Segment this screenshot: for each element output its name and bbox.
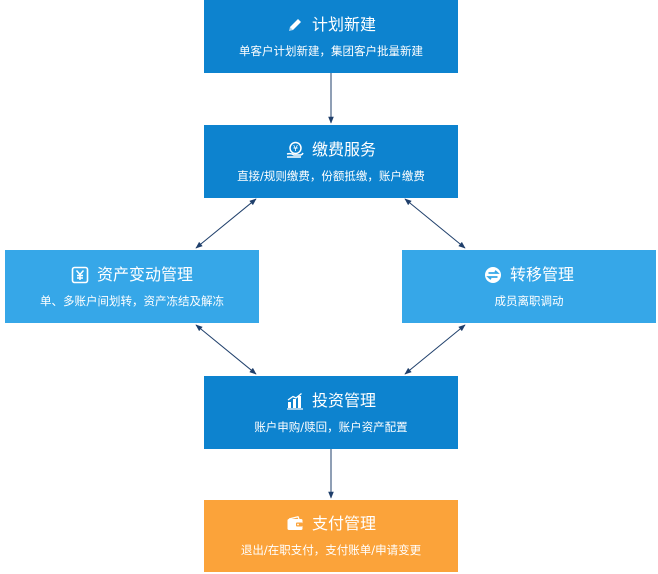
- payment-service-node[interactable]: ¥ 缴费服务 直接/规则缴费，份额抵缴，账户缴费: [204, 125, 458, 198]
- transfer-management-node[interactable]: 转移管理 成员离职调动: [402, 250, 656, 323]
- asset-change-node[interactable]: 资产变动管理 单、多账户间划转，资产冻结及解冻: [5, 250, 259, 323]
- plan-create-title: 计划新建: [311, 14, 376, 34]
- transfer-management-header: 转移管理: [484, 265, 574, 285]
- arrow-transfer-invest: [404, 324, 466, 375]
- plan-create-node[interactable]: 计划新建 单客户计划新建，集团客户批量新建: [204, 0, 458, 73]
- asset-change-subtitle: 单、多账户间划转，资产冻结及解冻: [40, 293, 224, 308]
- svg-text:¥: ¥: [293, 144, 298, 153]
- arrow-pay-asset: [195, 198, 257, 249]
- payment-service-header: ¥ 缴费服务: [286, 140, 376, 160]
- transfer-management-title: 转移管理: [509, 264, 574, 284]
- payment-service-subtitle: 直接/规则缴费，份额抵缴，账户缴费: [237, 168, 425, 183]
- wallet-icon: [286, 515, 304, 533]
- hand-coin-icon: ¥: [286, 141, 304, 159]
- yen-box-icon: [71, 266, 89, 284]
- payout-management-subtitle: 退出/在职支付，支付账单/申请变更: [240, 543, 422, 557]
- asset-change-title: 资产变动管理: [96, 264, 193, 284]
- payout-management-node[interactable]: 支付管理 退出/在职支付，支付账单/申请变更: [204, 500, 458, 572]
- payout-management-title: 支付管理: [311, 514, 376, 533]
- pencil-icon: [286, 16, 304, 34]
- arrow-pay-transfer: [404, 198, 466, 249]
- investment-management-node[interactable]: 投资管理 账户申购/赎回，账户资产配置: [204, 376, 458, 449]
- asset-change-header: 资产变动管理: [71, 265, 193, 285]
- plan-create-subtitle: 单客户计划新建，集团客户批量新建: [239, 43, 423, 58]
- transfer-management-subtitle: 成员离职调动: [494, 293, 564, 308]
- investment-management-subtitle: 账户申购/赎回，账户资产配置: [254, 419, 408, 434]
- payout-management-header: 支付管理: [286, 514, 376, 534]
- bar-chart-icon: [286, 392, 304, 410]
- arrow-asset-invest: [195, 324, 257, 375]
- investment-management-header: 投资管理: [286, 391, 376, 411]
- transfer-circle-icon: [484, 266, 502, 284]
- investment-management-title: 投资管理: [311, 390, 376, 410]
- plan-create-header: 计划新建: [286, 15, 376, 35]
- payment-service-title: 缴费服务: [311, 139, 376, 159]
